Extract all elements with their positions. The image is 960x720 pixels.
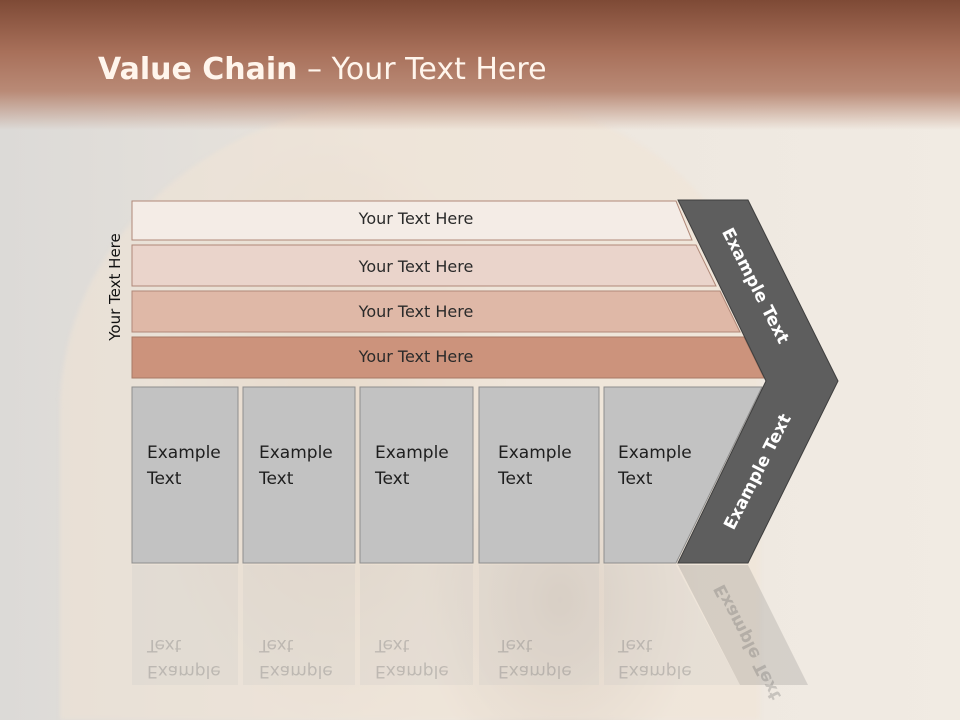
row-bar-3[interactable] <box>131 290 741 333</box>
title-rest: – Your Text Here <box>297 52 547 87</box>
row-bar-1[interactable] <box>131 200 693 241</box>
row-label-3: Your Text Here <box>358 302 474 321</box>
chevron-arrow[interactable] <box>677 199 839 564</box>
cell-label-1: Example Text <box>147 443 221 489</box>
cell-reflection-2: Example Text <box>259 635 333 681</box>
cell-reflection-5: Example Text <box>618 635 692 681</box>
title-bold: Value Chain <box>98 52 298 87</box>
cell-label-2: Example Text <box>259 443 333 489</box>
cell-reflection-3: Example Text <box>375 635 449 681</box>
cell-box-2[interactable] <box>242 386 356 564</box>
cell-box-3[interactable] <box>359 386 474 564</box>
title-banner <box>0 0 960 130</box>
cell-reflection-4: Example Text <box>498 635 572 681</box>
cell-box-1[interactable] <box>131 386 239 564</box>
row-label-4: Your Text Here <box>358 347 474 366</box>
cell-label-3: Example Text <box>375 443 449 489</box>
cell-box-5[interactable] <box>603 386 763 564</box>
cell-label-4: Example Text <box>498 443 572 489</box>
cell-reflection-1: Example Text <box>147 635 221 681</box>
cell-box-4[interactable] <box>478 386 600 564</box>
reflection <box>132 565 808 685</box>
slide-title[interactable]: Value Chain – Your Text Here <box>98 52 547 87</box>
cell-label-5: Example Text <box>618 443 692 489</box>
row-label-1: Your Text Here <box>358 209 474 228</box>
row-bar-2[interactable] <box>131 244 717 287</box>
row-label-2: Your Text Here <box>358 257 474 276</box>
